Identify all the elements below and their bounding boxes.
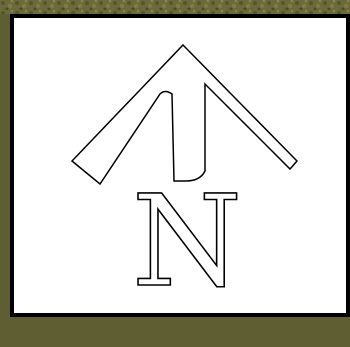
north-arrow-panel: N [0,14,350,347]
panel-frame-right [346,14,350,317]
panel-edge-left [0,14,10,347]
panel-edge-bottom [0,317,350,347]
panel-frame-top [0,14,350,18]
panel-frame-left [10,14,14,317]
north-letter: N [132,168,242,315]
